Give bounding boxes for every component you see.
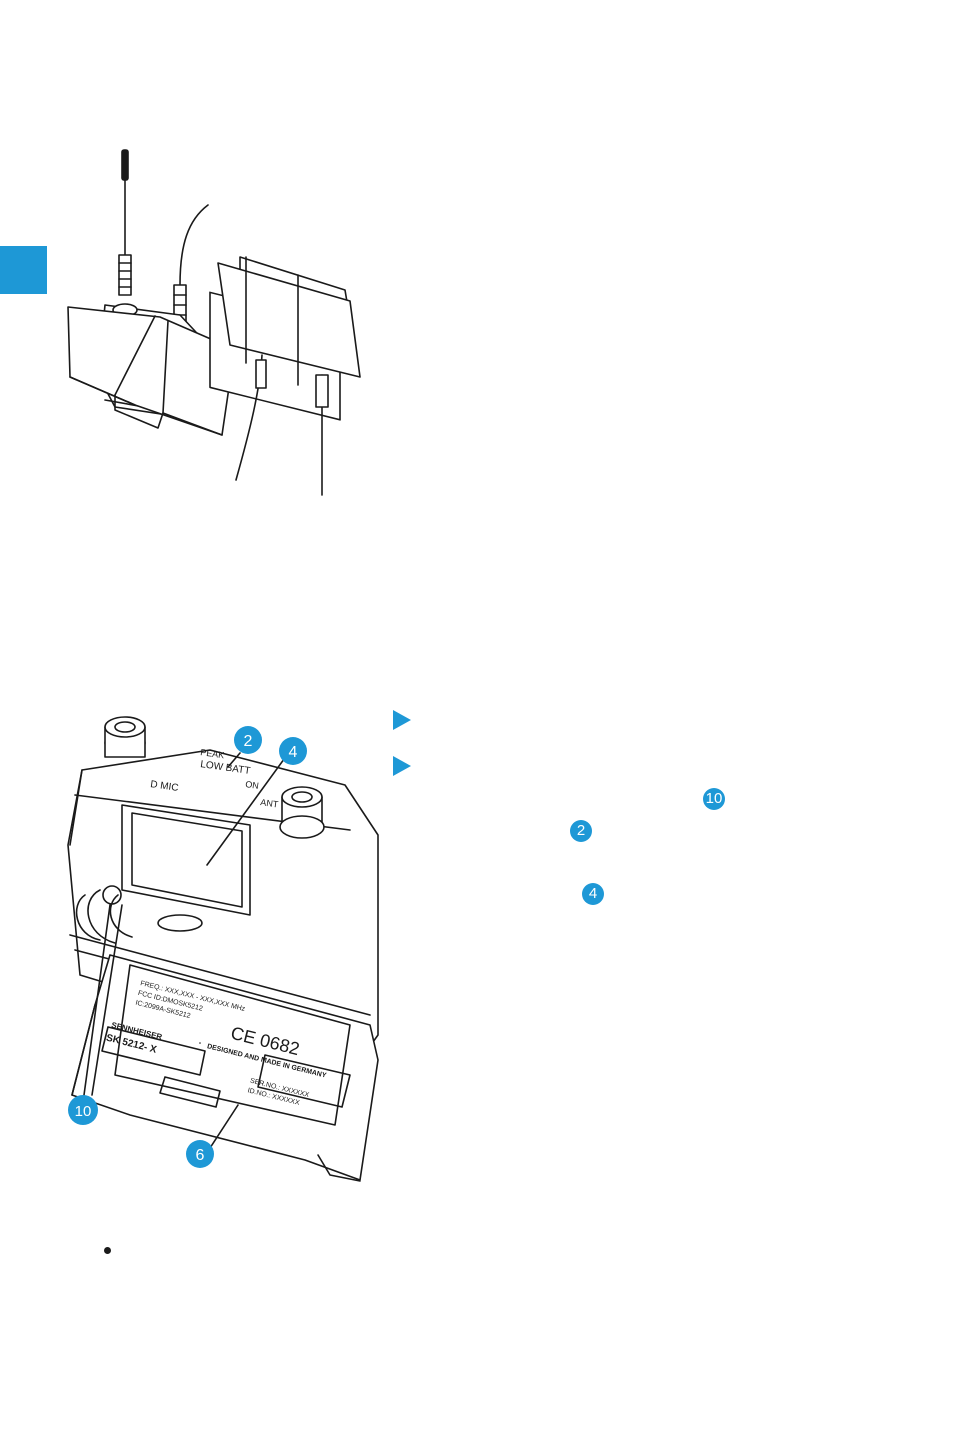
- inline-callout-4: 4: [582, 883, 604, 905]
- callout-10: 10: [68, 1095, 98, 1125]
- callout-2: 2: [234, 726, 262, 754]
- svg-text:6: 6: [196, 1147, 205, 1164]
- inline-callout-2: 2: [570, 820, 592, 842]
- inline-callout-10: 10: [703, 788, 725, 810]
- svg-text:4: 4: [289, 744, 298, 761]
- d-mic-label: D MIC: [150, 779, 180, 794]
- callout-4: 4: [279, 737, 307, 765]
- section-tab: [0, 246, 47, 294]
- svg-text:2: 2: [244, 733, 253, 750]
- on-label: ON: [245, 779, 260, 791]
- list-bullet: [104, 1247, 111, 1254]
- step-arrow-2: [393, 756, 411, 776]
- callout-6: 6: [186, 1140, 214, 1168]
- step-arrow-1: [393, 710, 411, 730]
- peak-label: PEAK: [200, 747, 225, 760]
- figure-transmitter-display: D MIC LOW BATT PEAK ON ANT FREQ.: XXX,XX…: [67, 716, 379, 1182]
- ant-label: ANT: [260, 797, 280, 809]
- svg-text:10: 10: [75, 1103, 92, 1120]
- figure-transmitters-mounted: [67, 149, 361, 496]
